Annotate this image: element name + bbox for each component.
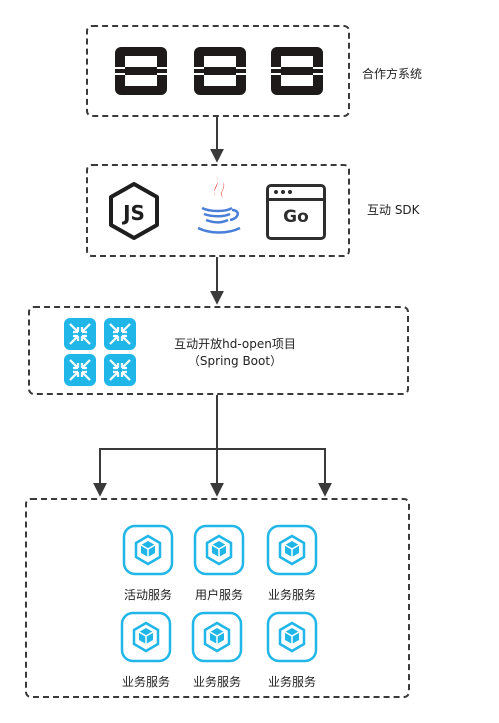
sdk-box: JS Go [86, 164, 350, 257]
platform-box [28, 306, 409, 395]
go-window-icon: Go [266, 184, 326, 240]
service-label: 业务服务 [267, 588, 316, 602]
service-label: 业务服务 [267, 675, 316, 689]
router-icon [104, 318, 136, 350]
service-cube-icon [266, 524, 318, 576]
openstack-logo-icon [194, 47, 246, 95]
service-cube-icon [191, 611, 243, 663]
services-box [25, 498, 410, 698]
partners-label: 合作方系统 [362, 67, 423, 81]
java-icon [197, 176, 241, 234]
service-label: 活动服务 [123, 588, 172, 602]
router-icon [64, 354, 96, 386]
service-cube-icon [120, 611, 172, 663]
platform-title-line1: 互动开放hd-open项目 [174, 337, 296, 351]
nodejs-icon: JS [109, 182, 159, 240]
service-cube-icon [266, 611, 318, 663]
service-cube-icon [122, 524, 174, 576]
svg-text:JS: JS [121, 201, 145, 225]
platform-title: 互动开放hd-open项目 （Spring Boot） [150, 336, 320, 370]
openstack-logo-icon [115, 47, 167, 95]
service-label: 用户服务 [194, 588, 243, 602]
service-label: 业务服务 [121, 675, 170, 689]
sdk-label: 互动 SDK [367, 203, 420, 217]
openstack-logo-icon [271, 47, 323, 95]
router-icon [64, 318, 96, 350]
partners-box [86, 25, 350, 117]
go-text: Go [283, 207, 309, 227]
platform-title-line2: （Spring Boot） [187, 354, 283, 368]
service-cube-icon [193, 524, 245, 576]
service-label: 业务服务 [192, 675, 241, 689]
router-icon [104, 354, 136, 386]
